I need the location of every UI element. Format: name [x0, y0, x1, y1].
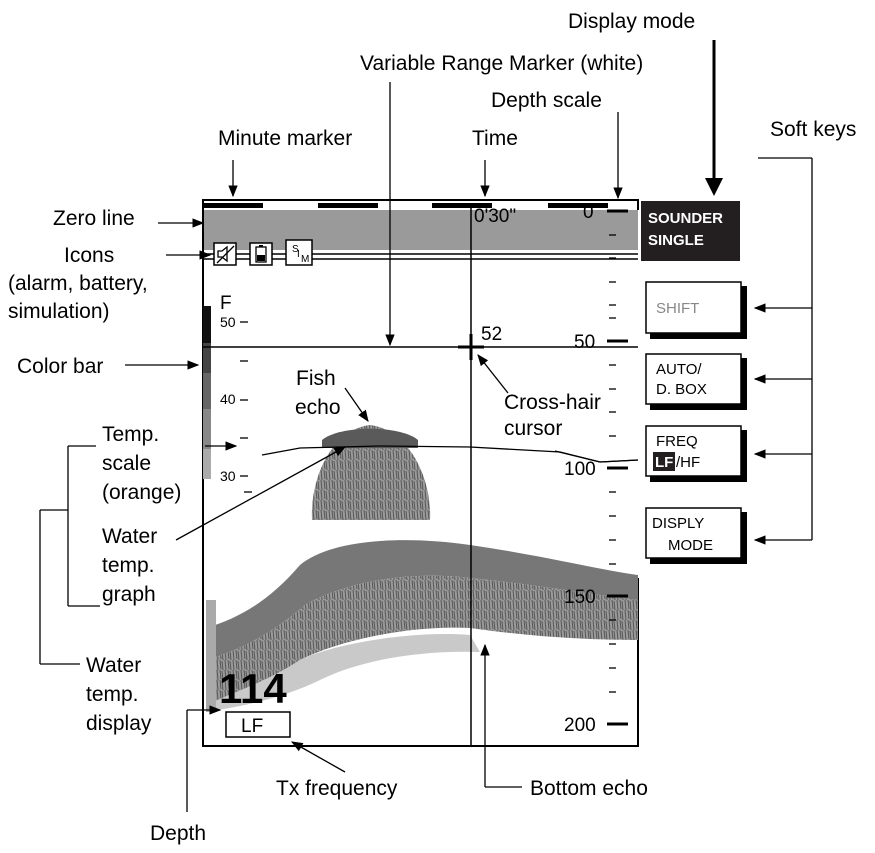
label-tx-frequency: Tx frequency — [276, 777, 398, 800]
svg-text:/HF: /HF — [676, 454, 700, 471]
svg-text:FREQ: FREQ — [656, 433, 698, 450]
svg-text:SINGLE: SINGLE — [648, 232, 704, 249]
svg-text:MODE: MODE — [668, 537, 713, 554]
cursor-depth-readout: 52 — [481, 324, 502, 345]
svg-text:SOUNDER: SOUNDER — [648, 210, 723, 227]
svg-text:D. BOX: D. BOX — [656, 381, 707, 398]
label-zero-line: Zero line — [53, 207, 135, 230]
label-water-temp-display: Water — [86, 654, 141, 677]
label-soft-keys: Soft keys — [770, 118, 856, 141]
svg-text:echo: echo — [295, 396, 341, 419]
label-depth-scale: Depth scale — [491, 89, 602, 112]
label-cross-hair: Cross-hair — [504, 391, 601, 414]
svg-text:AUTO/: AUTO/ — [656, 361, 702, 378]
svg-text:temp.: temp. — [86, 683, 139, 706]
svg-text:M: M — [301, 254, 309, 265]
depth-tick-150: 150 — [564, 587, 596, 608]
svg-text:(alarm, battery,: (alarm, battery, — [8, 272, 148, 295]
temp-tick-50: 50 — [220, 314, 236, 330]
label-water-temp-graph: Water — [102, 525, 157, 548]
status-icons: S I M — [214, 240, 312, 265]
depth-tick-200: 200 — [564, 715, 596, 736]
echogram-screen: S I M — [203, 200, 638, 746]
shift-key[interactable]: SHIFT — [646, 282, 747, 339]
label-depth: Depth — [150, 822, 206, 845]
label-display-mode: Display mode — [568, 10, 695, 33]
label-time: Time — [472, 127, 518, 150]
svg-text:simulation): simulation) — [8, 300, 110, 323]
temp-tick-40: 40 — [220, 391, 236, 407]
temp-tick-30: 30 — [220, 468, 236, 484]
svg-text:SHIFT: SHIFT — [656, 300, 699, 317]
soft-keys: SOUNDER SINGLE SHIFT AUTO/ D. BOX FREQ L… — [641, 201, 747, 564]
time-readout: 0'30" — [474, 206, 516, 227]
tx-frequency-readout: LF — [241, 716, 263, 737]
depth-tick-100: 100 — [564, 459, 596, 480]
label-icons: Icons — [64, 244, 114, 267]
auto-dbox-key[interactable]: AUTO/ D. BOX — [646, 354, 747, 410]
color-bar — [203, 306, 211, 479]
alarm-icon — [214, 243, 236, 265]
display-mode-key[interactable]: DISPLY MODE — [646, 508, 747, 564]
svg-text:display: display — [86, 712, 152, 735]
svg-text:(orange): (orange) — [102, 481, 181, 504]
label-temp-scale: Temp. — [102, 423, 159, 446]
label-color-bar: Color bar — [17, 355, 103, 378]
depth-tick-0: 0 — [583, 202, 594, 223]
svg-text:I: I — [297, 249, 300, 260]
svg-text:scale: scale — [102, 452, 151, 475]
minute-markers — [203, 203, 608, 208]
svg-text:LF: LF — [655, 454, 673, 471]
label-vrm: Variable Range Marker (white) — [360, 52, 643, 75]
label-minute-marker: Minute marker — [218, 127, 352, 150]
depth-scale — [607, 211, 628, 724]
fish-echo — [312, 425, 430, 520]
label-fish-echo: Fish — [296, 367, 336, 390]
depth-tick-50: 50 — [574, 332, 595, 353]
svg-text:DISPLY: DISPLY — [652, 515, 704, 532]
label-bottom-echo: Bottom echo — [530, 777, 648, 800]
svg-text:graph: graph — [102, 583, 156, 606]
svg-text:temp.: temp. — [102, 554, 155, 577]
svg-text:cursor: cursor — [504, 417, 562, 440]
temp-unit: F — [220, 293, 232, 314]
freq-key[interactable]: FREQ LF /HF — [646, 426, 747, 482]
depth-readout: 114 — [219, 665, 287, 712]
